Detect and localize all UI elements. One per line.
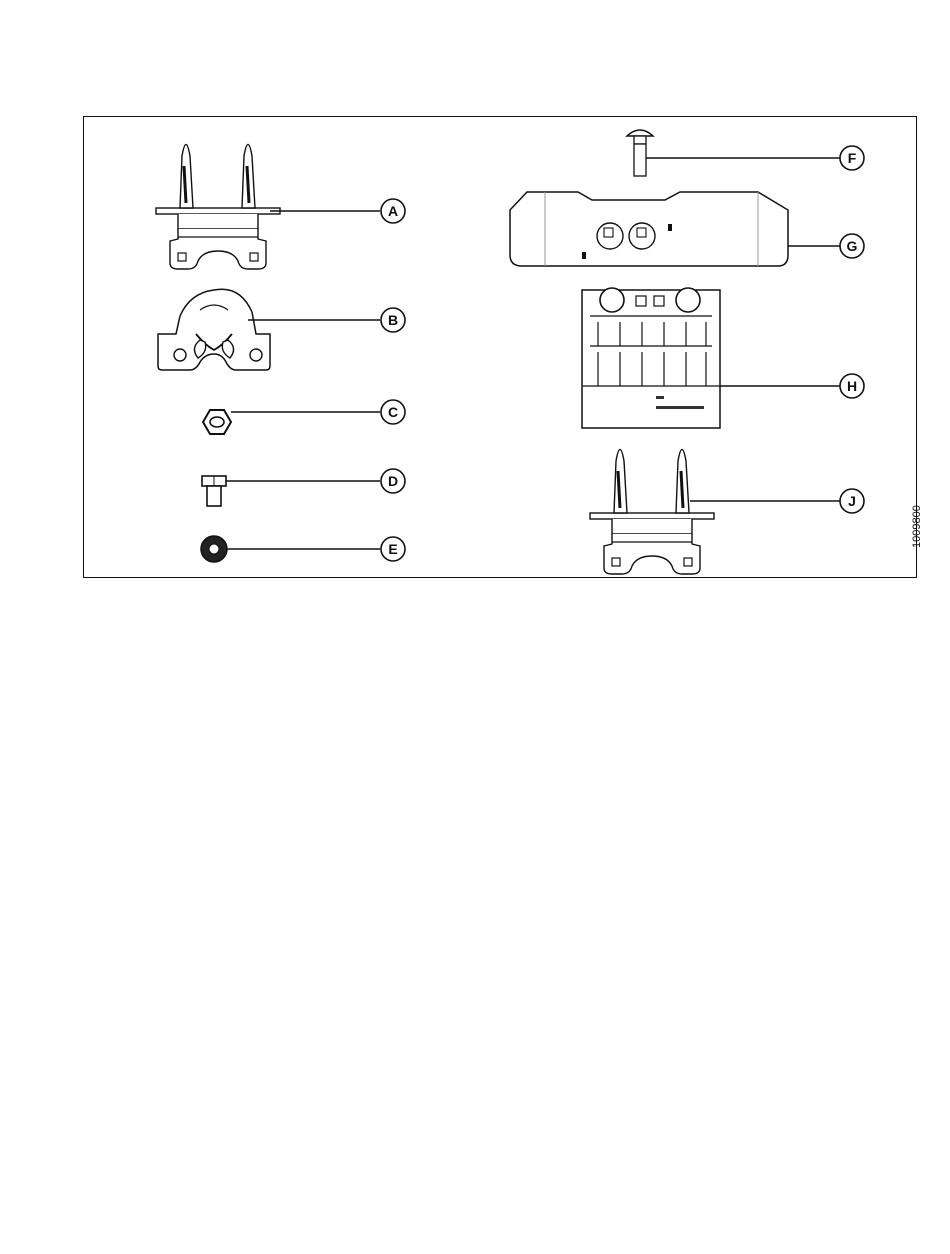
svg-text:A: A	[388, 203, 398, 219]
svg-text:G: G	[847, 238, 858, 254]
svg-text:F: F	[848, 150, 857, 166]
part-c-hex-nut	[203, 410, 231, 434]
part-j-knife-guard	[590, 450, 714, 575]
svg-text:C: C	[388, 404, 398, 420]
part-g-hold-down-plate	[510, 192, 788, 266]
callout-f: F	[840, 146, 864, 170]
svg-text:E: E	[388, 541, 397, 557]
svg-text:H: H	[847, 378, 857, 394]
figure-id-number: 1009800	[909, 524, 925, 548]
part-d-bolt	[202, 476, 226, 506]
part-a-knife-guard	[156, 145, 280, 270]
callout-h: H	[840, 374, 864, 398]
part-e-washer	[201, 536, 227, 562]
callout-b: B	[381, 308, 405, 332]
svg-text:D: D	[388, 473, 398, 489]
part-b-guard-clip	[158, 289, 270, 370]
callout-g: G	[840, 234, 864, 258]
svg-text:J: J	[848, 493, 856, 509]
callout-c: C	[381, 400, 405, 424]
callout-j: J	[840, 489, 864, 513]
callout-e: E	[381, 537, 405, 561]
part-h-hold-down-block	[582, 288, 720, 428]
callout-a: A	[381, 199, 405, 223]
svg-text:B: B	[388, 312, 398, 328]
callout-d: D	[381, 469, 405, 493]
part-f-carriage-bolt	[627, 130, 653, 176]
